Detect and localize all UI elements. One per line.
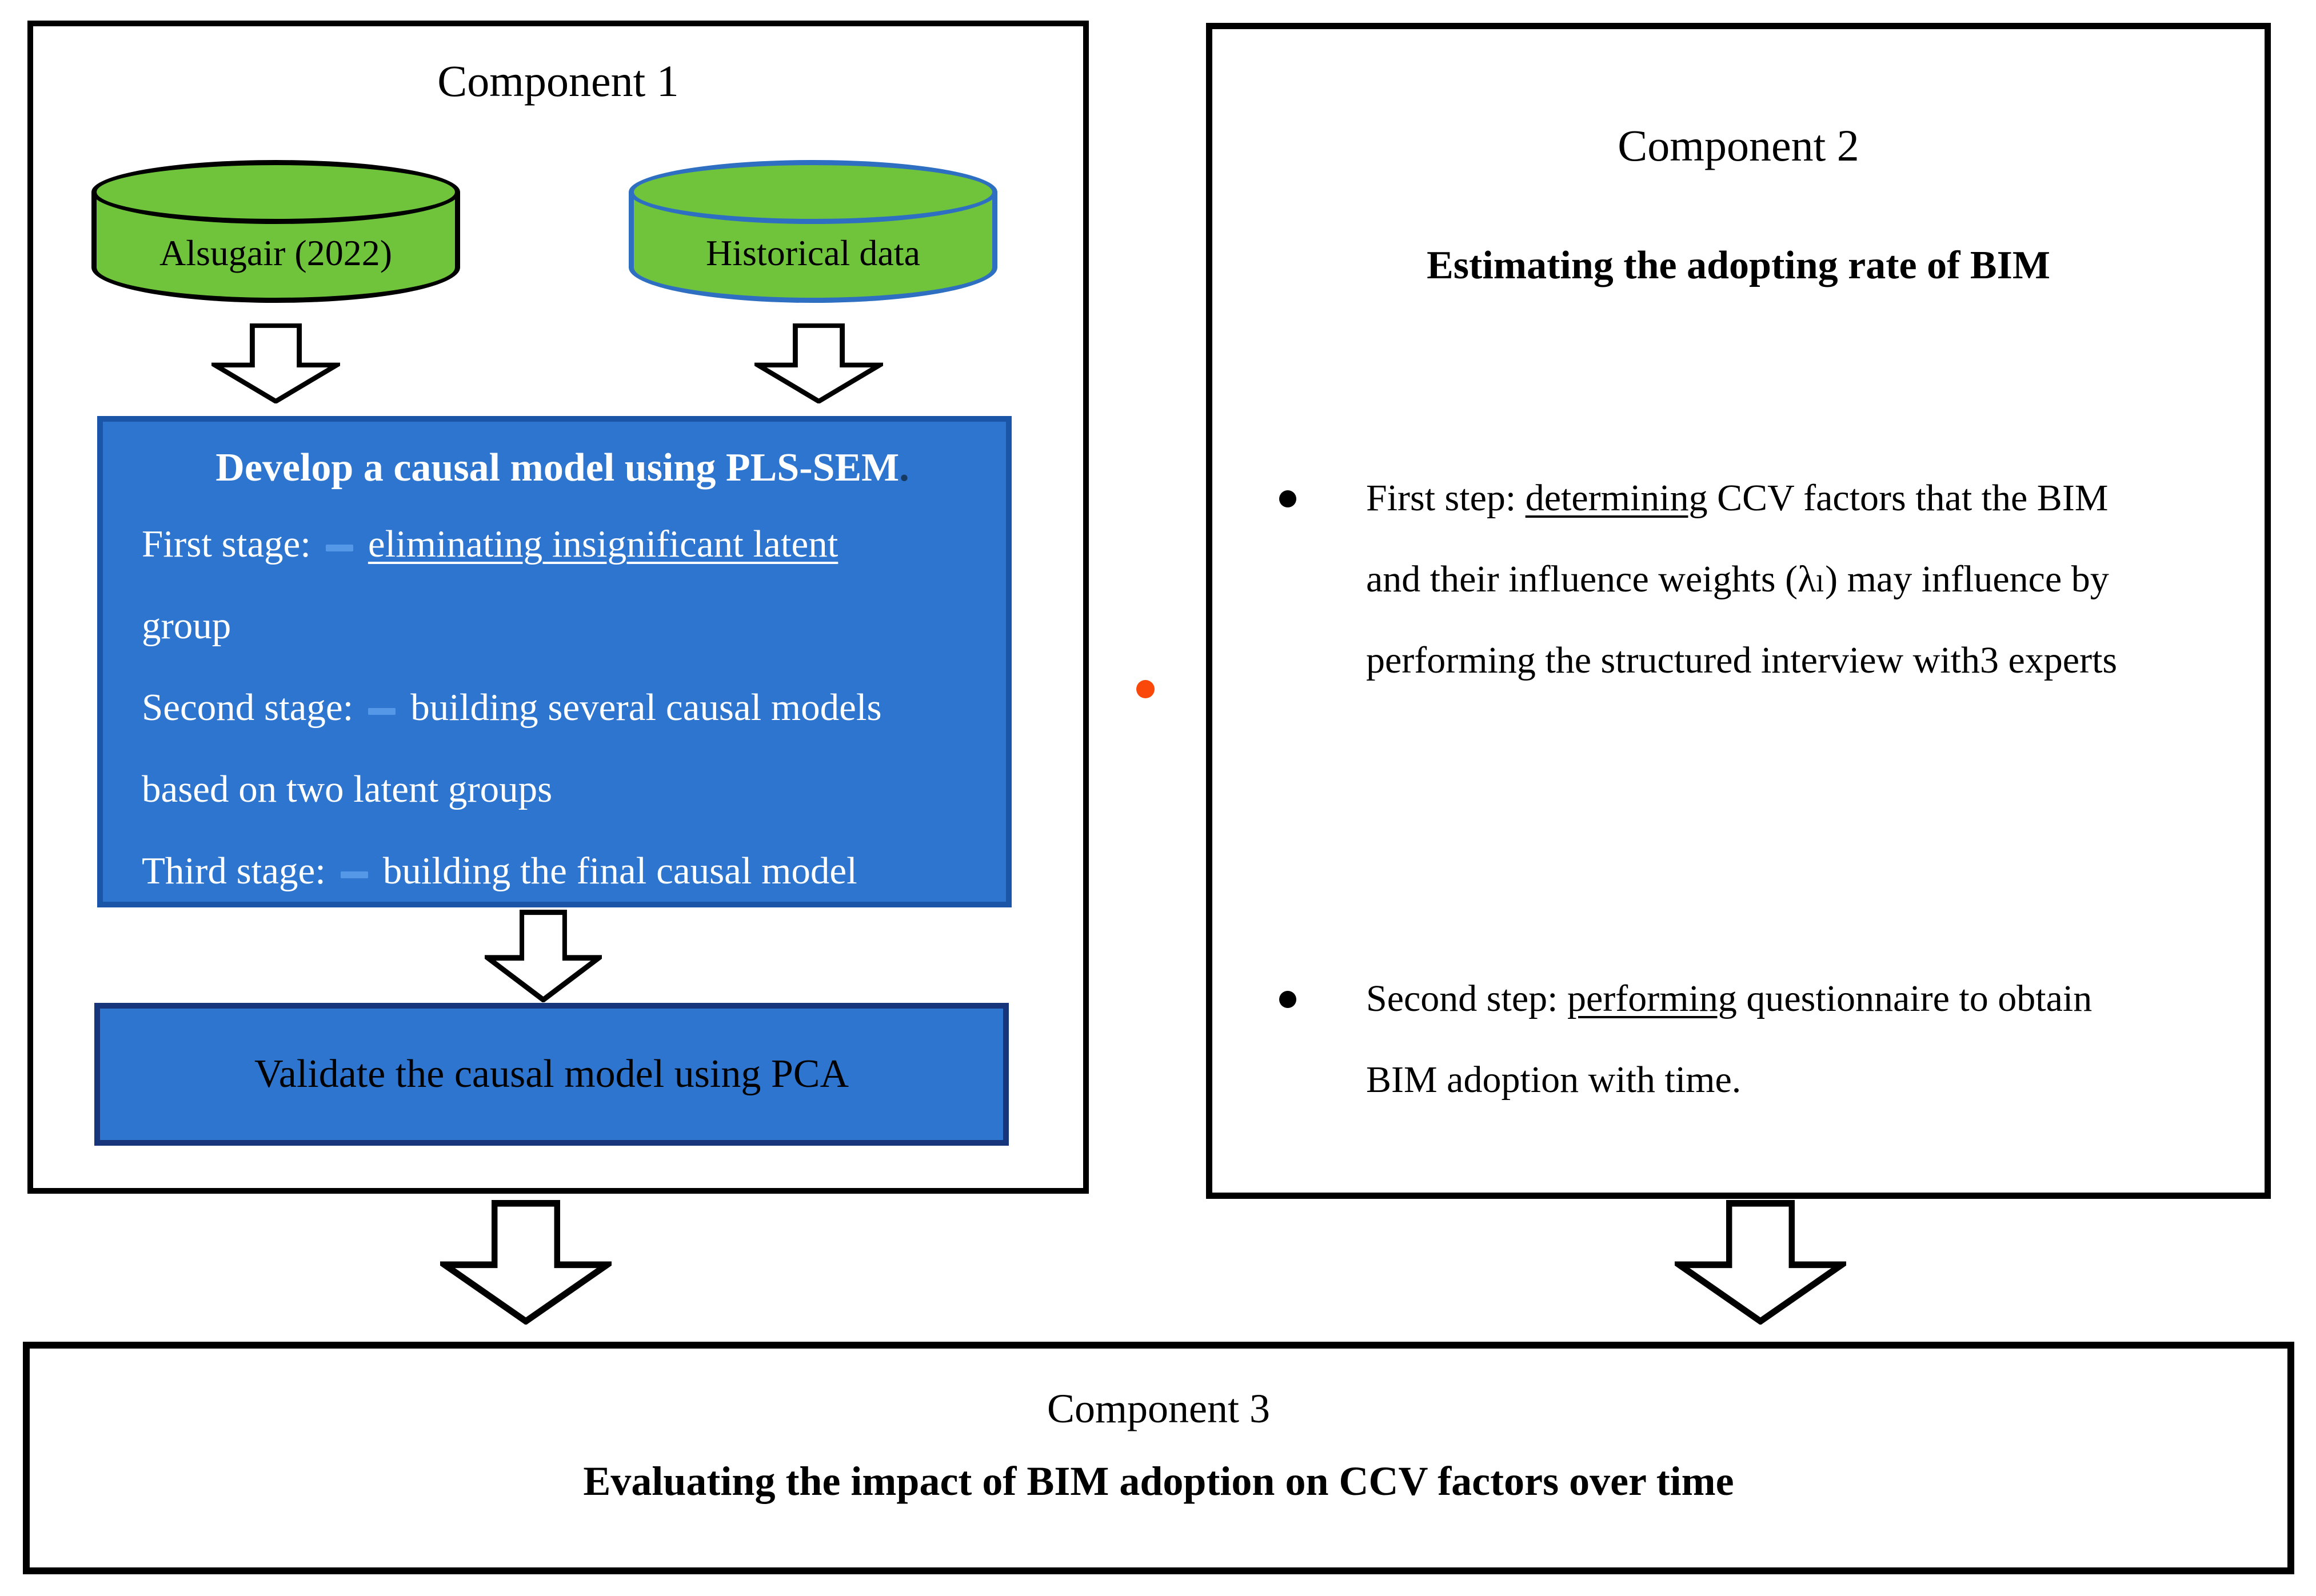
- stage3-line: Third stage: building the final causal mo…: [142, 830, 983, 912]
- down-arrow-icon: [754, 323, 883, 403]
- bullet1-text: First step: determining CCV factors that…: [1366, 458, 2258, 701]
- develop-causal-model-box: Develop a causal model using PLS-SEM. Fi…: [97, 416, 1012, 907]
- cylinder-label: Alsugair (2022): [159, 233, 393, 273]
- stage2-text: building several causal models: [410, 686, 882, 729]
- model-box-heading: Develop a causal model using PLS-SEM.: [142, 432, 983, 503]
- stage1-continuation: group: [142, 605, 231, 647]
- orange-dot: [1136, 680, 1155, 698]
- bullet2-underlined: performing: [1567, 978, 1737, 1019]
- stage3-label: Third stage:: [142, 850, 326, 892]
- validate-causal-model-box: Validate the causal model using PCA: [94, 1003, 1009, 1146]
- tab-mark: [325, 544, 353, 551]
- bullet1-pre: First step:: [1366, 477, 1526, 519]
- bullet2-post: questionnaire to obtain: [1736, 978, 2093, 1019]
- bullet2-line1: Second step: performing questionnaire to…: [1366, 958, 2258, 1039]
- component2-title: Component 2: [1618, 121, 1859, 170]
- stage3-text: building the final causal model: [382, 850, 857, 892]
- component3-subtitle: Evaluating the impact of BIM adoption on…: [583, 1458, 1734, 1504]
- model-box-heading-text: Develop a causal model using PLS-SEM: [215, 446, 900, 490]
- bullet1-underlined: determining: [1525, 477, 1708, 519]
- stage2-line: Second stage: building several causal mod…: [142, 667, 983, 749]
- stage2-continuation: based on two latent groups: [142, 768, 553, 810]
- validate-box-text: Validate the causal model using PCA: [254, 1052, 849, 1096]
- stage1-line: First stage: eliminating insignificant la…: [142, 503, 983, 585]
- stage1-label: First stage:: [142, 523, 311, 565]
- component1-title: Component 1: [437, 56, 679, 106]
- stage1-text: eliminating insignificant latent: [368, 523, 838, 565]
- bullet1-post: CCV factors that the BIM: [1707, 477, 2109, 519]
- down-arrow-icon: [440, 1200, 612, 1325]
- bullet1-line3: performing the structured interview with…: [1366, 639, 2118, 681]
- down-arrow-icon: [1675, 1200, 1846, 1325]
- tab-mark: [340, 871, 368, 878]
- bullet-dot: [1279, 991, 1296, 1008]
- bullet2-line2: BIM adoption with time.: [1366, 1059, 1742, 1101]
- heading-period: .: [899, 446, 909, 490]
- component2-box: [1206, 23, 2271, 1199]
- cylinder-label: Historical data: [706, 233, 920, 273]
- database-cylinder-historical: Historical data: [629, 160, 997, 303]
- cylinder-top-ellipse: [91, 160, 460, 224]
- bullet1-line2: and their influence weights (λₗ) may inf…: [1366, 558, 2109, 600]
- component2-subtitle: Estimating the adopting rate of BIM: [1427, 243, 2050, 287]
- component3-title: Component 3: [1047, 1386, 1270, 1431]
- cylinder-top-ellipse: [629, 160, 997, 224]
- bullet1-line1: First step: determining CCV factors that…: [1366, 458, 2258, 539]
- down-arrow-icon: [211, 323, 340, 403]
- stage2-label: Second stage:: [142, 686, 354, 729]
- component3-box: [23, 1342, 2294, 1574]
- bullet-dot: [1279, 490, 1296, 507]
- database-cylinder-alsugair: Alsugair (2022): [91, 160, 460, 303]
- bullet2-pre: Second step:: [1366, 978, 1567, 1019]
- down-arrow-icon: [485, 910, 602, 1002]
- tab-mark: [368, 707, 396, 715]
- bullet2-text: Second step: performing questionnaire to…: [1366, 958, 2258, 1121]
